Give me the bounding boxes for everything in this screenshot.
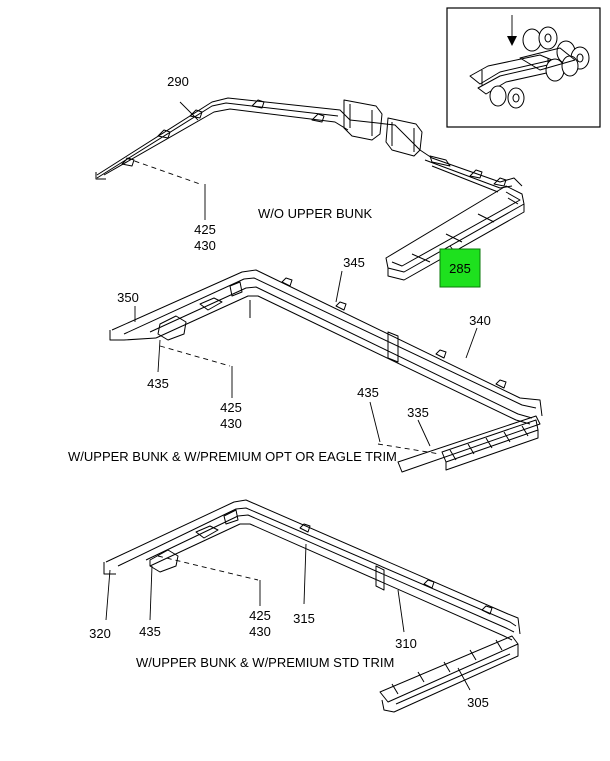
assembly-no-upper-bunk xyxy=(95,97,525,288)
callout-305: 305 xyxy=(467,695,489,710)
assembly-premium-std xyxy=(103,499,521,713)
callout-435-c: 435 xyxy=(139,624,161,639)
callout-430-a: 430 xyxy=(194,238,216,253)
callout-430-c: 430 xyxy=(249,624,271,639)
callout-345: 345 xyxy=(343,255,365,270)
locator-inset xyxy=(446,7,601,128)
trim-panel-290 xyxy=(95,97,523,193)
callout-315: 315 xyxy=(293,611,315,626)
trim-strip-335 xyxy=(397,415,541,473)
trim-frame-315-310 xyxy=(103,499,521,641)
callout-425-b: 425 xyxy=(220,400,242,415)
callout-335: 335 xyxy=(407,405,429,420)
trim-frame-345-340 xyxy=(109,269,543,425)
callout-425-a: 425 xyxy=(194,222,216,237)
caption-no-upper-bunk: W/O UPPER BUNK xyxy=(258,206,372,221)
caption-upper-bunk-premium-opt: W/UPPER BUNK & W/PREMIUM OPT OR EAGLE TR… xyxy=(68,449,397,464)
callout-290: 290 xyxy=(167,74,189,89)
caption-upper-bunk-premium-std: W/UPPER BUNK & W/PREMIUM STD TRIM xyxy=(136,655,394,670)
assembly-premium-opt xyxy=(109,269,543,473)
callout-435-a: 435 xyxy=(147,376,169,391)
callout-425-c: 425 xyxy=(249,608,271,623)
callout-320: 320 xyxy=(89,626,111,641)
callout-435-b: 435 xyxy=(357,385,379,400)
callout-430-b: 430 xyxy=(220,416,242,431)
callout-350: 350 xyxy=(117,290,139,305)
callout-310: 310 xyxy=(395,636,417,651)
callout-340: 340 xyxy=(469,313,491,328)
truck-chassis-icon xyxy=(469,15,590,109)
callout-285[interactable]: 285 xyxy=(449,261,471,276)
trim-strip-305 xyxy=(379,635,519,713)
part-285-highlight-box[interactable] xyxy=(439,248,481,288)
trim-piece-285 xyxy=(385,185,525,281)
